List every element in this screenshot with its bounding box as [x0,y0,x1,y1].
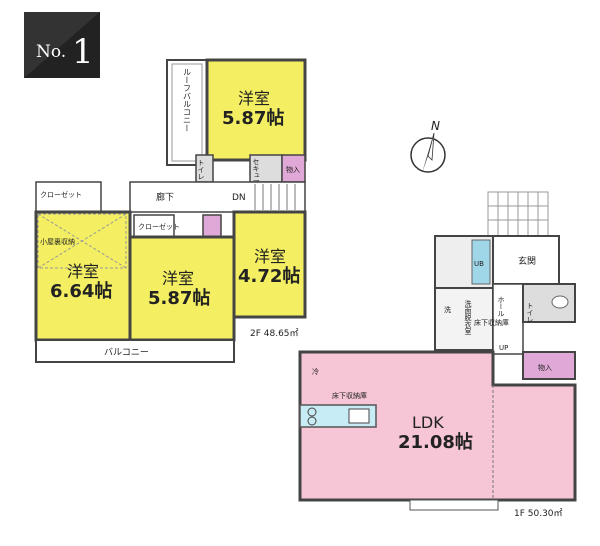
corridor-label: 廊下 [156,191,174,203]
north-compass-icon: N [410,119,446,173]
closet-left [35,181,102,213]
room-name: 洋室 [238,89,270,108]
bath-label: UB [474,260,484,268]
fridge-label: 冷 [312,367,319,376]
attic-storage-label: 小屋裏収納 [40,237,75,246]
toilet-2f-label: トイレ [197,159,205,180]
stairs-direction: DN [232,193,246,203]
badge-number: 1 [72,32,94,72]
underfloor-label: 床下収納庫 [332,391,367,400]
ldk-name: LDK [412,413,444,432]
balcony-label: バルコニー [104,347,149,358]
floor-1-area: 1F 50.30㎡ [514,508,563,519]
corridor [129,181,306,213]
hall-label: ホール [497,296,505,317]
floor-1: UB 玄関 洗 洗面脱衣室 ホール UP トイレ 物入 冷 床下収納庫 床下収納… [298,191,577,519]
room-size: 6.64帖 [50,280,112,302]
underfloor-label-2: 床下収納庫 [474,318,509,327]
room-size: 5.87帖 [222,107,284,129]
ldk-size: 21.08帖 [398,431,473,453]
room-size: 4.72帖 [238,265,300,287]
room-name: 洋室 [254,247,286,266]
closet-label: クローゼット [138,222,180,231]
balcony [35,339,235,363]
plan-number-badge: No. 1 [24,12,100,78]
ldk [298,350,577,502]
compass-label: N [431,119,440,133]
storage-1f [522,351,576,380]
closet-label: クローゼット [40,190,82,199]
floor-2-area: 2F 48.65㎡ [250,328,299,339]
storage-label: 物入 [286,165,300,174]
stairs-up: UP [499,344,508,352]
bedroom-left [34,210,132,342]
roof-balcony-label: ルーフバルコニー [183,68,192,132]
room-name: 洋室 [162,269,194,288]
bedroom-right [232,210,307,319]
entrance-porch [487,191,549,238]
stairs-2f [254,184,296,210]
secure-label: セキュア [252,158,260,186]
wash-label: 洗 [444,305,451,314]
hall [492,283,524,355]
vanity-label: 洗面脱衣室 [464,299,472,335]
badge-prefix: No. [36,42,66,62]
window-bottom [409,499,499,511]
entrance-label: 玄関 [518,255,536,267]
room-name: 洋室 [67,262,99,281]
room-size: 5.87帖 [148,287,210,309]
floor-2: ルーフバルコニー 洋室 5.87帖 トイレ セキュア 物入 廊下 DN クローゼ… [34,58,307,363]
toilet-1f-label: トイレ [526,302,534,323]
storage-1f-label: 物入 [538,363,552,372]
